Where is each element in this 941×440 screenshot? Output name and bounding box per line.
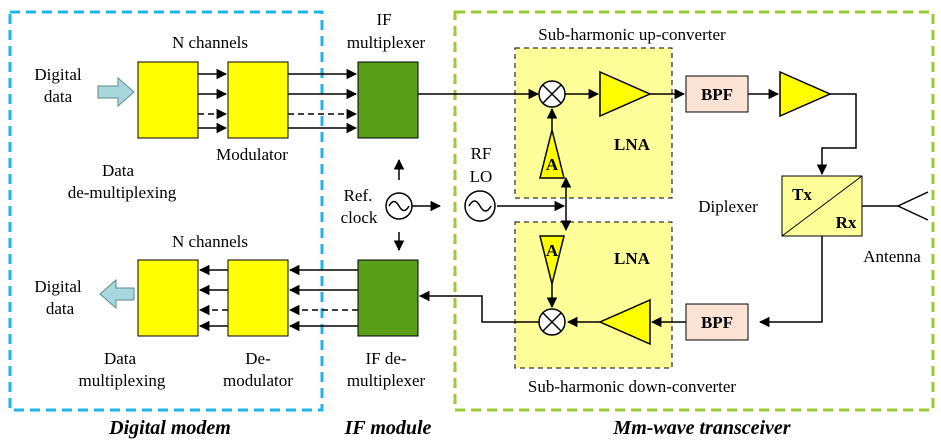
up-converter-box xyxy=(514,47,673,199)
down-a-amplifier-icon xyxy=(539,235,565,285)
antenna-label: Antenna xyxy=(863,247,921,266)
if-mux-label-2: multiplexer xyxy=(347,33,426,52)
demodulator-label-1: De- xyxy=(245,349,271,368)
up-lna-label: LNA xyxy=(614,135,651,154)
data-mux-block xyxy=(137,259,199,337)
down-converter-box xyxy=(514,221,673,369)
up-mixer-icon xyxy=(538,80,566,108)
digital-modem-border xyxy=(8,10,324,412)
up-bpf-block xyxy=(685,75,749,113)
if-multiplexer-block xyxy=(357,61,419,139)
data-demux-label-2: de-multiplexing xyxy=(68,183,177,202)
rf-lo-label-2: LO xyxy=(470,167,493,186)
down-bpf-block xyxy=(685,303,749,341)
antenna-icon xyxy=(896,191,929,221)
demodulator-block xyxy=(227,259,289,337)
modulator-label: Modulator xyxy=(216,145,288,164)
down-converter-title: Sub-harmonic down-converter xyxy=(528,377,737,396)
up-a-amplifier-icon xyxy=(539,129,565,179)
diplexer-rx-label: Rx xyxy=(836,213,857,232)
rx-digital-data-label-1: Digital xyxy=(34,277,81,296)
diplexer-label: Diplexer xyxy=(698,197,758,216)
data-demux-block xyxy=(137,61,199,139)
rx-digital-data-label-2: data xyxy=(46,299,75,318)
modulator-block xyxy=(227,61,289,139)
if-demultiplexer-block xyxy=(357,259,419,337)
down-lna-label: LNA xyxy=(614,249,651,268)
demodulator-label-2: modulator xyxy=(223,371,293,390)
diplexer-block xyxy=(781,175,863,237)
down-a-label: A xyxy=(546,241,559,260)
ref-clock-label-2: clock xyxy=(341,208,378,227)
ref-clock-oscillator-icon xyxy=(385,192,413,220)
up-converter-title: Sub-harmonic up-converter xyxy=(538,25,726,44)
if-demux-label-2: multiplexer xyxy=(347,371,426,390)
up-a-label: A xyxy=(546,155,559,174)
tx-n-channels-label: N channels xyxy=(172,33,248,52)
up-bpf-label: BPF xyxy=(701,85,733,104)
tx-digital-data-label-1: Digital xyxy=(34,65,81,84)
mmwave-transceiver-title: Mm-wave transceiver xyxy=(612,417,790,439)
down-bpf-label: BPF xyxy=(701,313,733,332)
digital-data-in-arrow xyxy=(97,76,135,108)
diplexer-tx-label: Tx xyxy=(792,185,812,204)
ref-clock-label-1: Ref. xyxy=(344,186,373,205)
data-demux-label-1: Data xyxy=(102,161,135,180)
up-lna-amplifier-icon xyxy=(599,70,652,118)
rf-lo-label-1: RF xyxy=(471,144,492,163)
digital-modem-title: Digital modem xyxy=(108,417,231,439)
data-mux-label-2: multiplexing xyxy=(79,371,166,390)
data-mux-label-1: Data xyxy=(104,349,137,368)
transceiver-border xyxy=(453,10,935,412)
tx-digital-data-label-2: data xyxy=(44,87,73,106)
if-module-title: IF module xyxy=(344,417,432,439)
if-mux-label-1: IF xyxy=(376,10,391,29)
rf-lo-oscillator-icon xyxy=(464,190,496,222)
digital-data-out-arrow xyxy=(99,278,135,310)
tx-pa-amplifier-icon xyxy=(779,70,832,118)
down-mixer-icon xyxy=(538,308,566,336)
if-demux-label-1: IF de- xyxy=(365,349,406,368)
rx-n-channels-label: N channels xyxy=(172,232,248,251)
down-lna-amplifier-icon xyxy=(598,298,651,346)
